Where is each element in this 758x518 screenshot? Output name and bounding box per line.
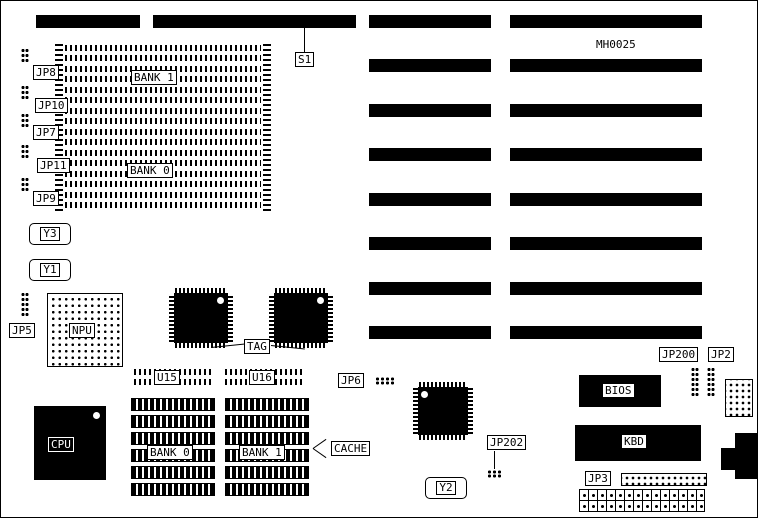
isa-slot-bar [369,148,491,161]
y3-label: Y3 [40,227,60,241]
cache-socket-row [131,432,215,445]
jp11-label: JP11 [37,158,70,173]
y2-label: Y2 [436,481,456,495]
s1-pointer-line [304,28,305,52]
y2-oscillator: Y2 [425,477,467,499]
cache-socket-row [131,483,215,496]
isa-slot-bar [369,104,491,117]
simm-end-column [55,43,63,211]
jp11-jumper [21,144,29,160]
y1-oscillator: Y1 [29,259,71,281]
bios-label: BIOS [602,383,635,398]
jp6-label: JP6 [338,373,364,388]
jp202-label: JP202 [487,435,527,450]
bank0-cache-label: BANK 0 [147,445,193,460]
simm-socket-row [65,108,261,124]
part-number: MH0025 [596,38,636,51]
jp3-pin-header [621,473,707,486]
edge-connector-top-left [36,15,140,28]
jp202-jumper [487,470,503,478]
jp200-jumper [691,367,699,397]
bank0-simm-label: BANK 0 [127,163,173,178]
jp5-label: JP5 [9,323,35,338]
chipset-chip-pin1-dot [421,391,428,398]
simm-socket-row [65,45,261,61]
jp8-jumper [21,48,29,64]
isa-slot-bar [369,282,491,295]
jp2-label: JP2 [708,347,734,362]
cache-socket-row [225,466,309,479]
jp10-label: JP10 [35,98,68,113]
grid-connector [725,379,753,417]
jp3-label: JP3 [585,471,611,486]
isa-slot-bar [510,148,702,161]
power-connector [579,489,705,512]
cache-label: CACHE [331,441,371,456]
isa-slot-bar [369,237,491,250]
tag-chip-left [169,288,233,348]
edge-connector-top-mid [153,15,356,28]
cache-socket-row [131,415,215,428]
isa-slot-bar [510,15,702,28]
tag-chip-right [269,288,333,348]
simm-socket-row [65,171,261,187]
cache-socket-row [225,415,309,428]
jp10-jumper [21,85,29,101]
cache-socket-row [225,398,309,411]
jp5-jumper [21,292,29,318]
cpu-pin1-dot [93,412,100,419]
simm-socket-row [65,129,261,145]
isa-slot-bar [510,326,702,339]
din-connector-tab [721,448,736,470]
isa-slot-bar [510,193,702,206]
simm-socket-row [65,192,261,208]
tag-chip-right-pin1-dot [317,297,324,304]
bank1-cache-label: BANK 1 [239,445,285,460]
jp200-label: JP200 [659,347,699,362]
u16-label: U16 [249,370,275,385]
s1-label: S1 [295,52,315,67]
cache-bracket-lower [312,448,327,459]
isa-slot-bar [510,282,702,295]
jp6-jumper [375,377,395,385]
tag-chip-left-pin1-dot [217,297,224,304]
y3-oscillator: Y3 [29,223,71,245]
kbd-label: KBD [621,434,647,449]
jp9-jumper [21,177,29,193]
cache-socket-row [131,466,215,479]
isa-slot-bar [369,193,491,206]
jp7-label: JP7 [33,125,59,140]
u15-label: U15 [154,370,180,385]
isa-slot-bar [510,237,702,250]
y1-label: Y1 [40,263,60,277]
tag-label: TAG [244,339,270,354]
simm-end-column [263,43,271,211]
isa-slot-bar [510,104,702,117]
jp8-label: JP8 [33,65,59,80]
bank1-simm-label: BANK 1 [131,70,177,85]
isa-slot-bar [369,59,491,72]
npu-label: NPU [69,323,95,338]
isa-slot-bar [510,59,702,72]
din-connector [735,433,757,479]
cache-socket-row [225,483,309,496]
simm-socket-row [65,87,261,103]
cache-bracket-upper [312,438,327,449]
simm-socket-row [65,150,261,166]
jp202-pointer-line [494,451,495,469]
cache-socket-row [225,432,309,445]
isa-slot-bar [369,15,491,28]
isa-slot-bar [369,326,491,339]
jp9-label: JP9 [33,191,59,206]
jp7-jumper [21,113,29,129]
cache-socket-row [131,398,215,411]
jp2-jumper [707,367,715,397]
cpu-label: CPU [48,437,74,452]
